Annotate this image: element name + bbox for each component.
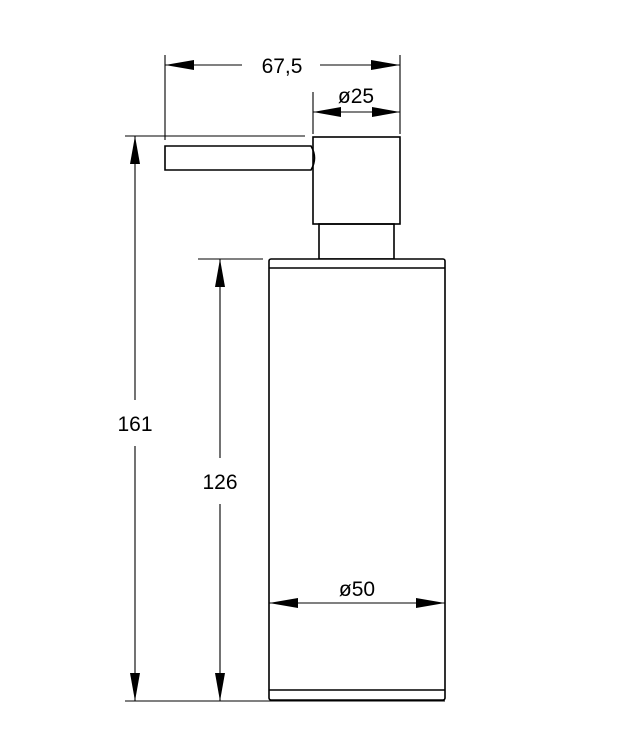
dimension-label-container-height: 126 — [202, 471, 237, 494]
dimension-total-width: 67,5 — [165, 55, 400, 78]
soap-dispenser-outline — [164, 136, 446, 701]
dimension-head-diameter: ø25 — [313, 85, 400, 117]
pump-neck — [318, 223, 395, 260]
pump-head — [312, 136, 401, 225]
dispenser-spout — [164, 145, 316, 171]
dimension-label-head-diameter: ø25 — [338, 85, 374, 108]
dimension-container-height: 126 — [202, 259, 238, 701]
extension-lines — [125, 55, 445, 702]
dimension-total-height: 161 — [117, 136, 153, 701]
dimension-container-diameter: ø50 — [269, 578, 445, 608]
dimension-label-total-height: 161 — [117, 413, 152, 436]
dimension-label-container-diameter: ø50 — [339, 578, 375, 601]
container-body — [268, 258, 446, 701]
dimension-label-total-width: 67,5 — [262, 55, 303, 78]
